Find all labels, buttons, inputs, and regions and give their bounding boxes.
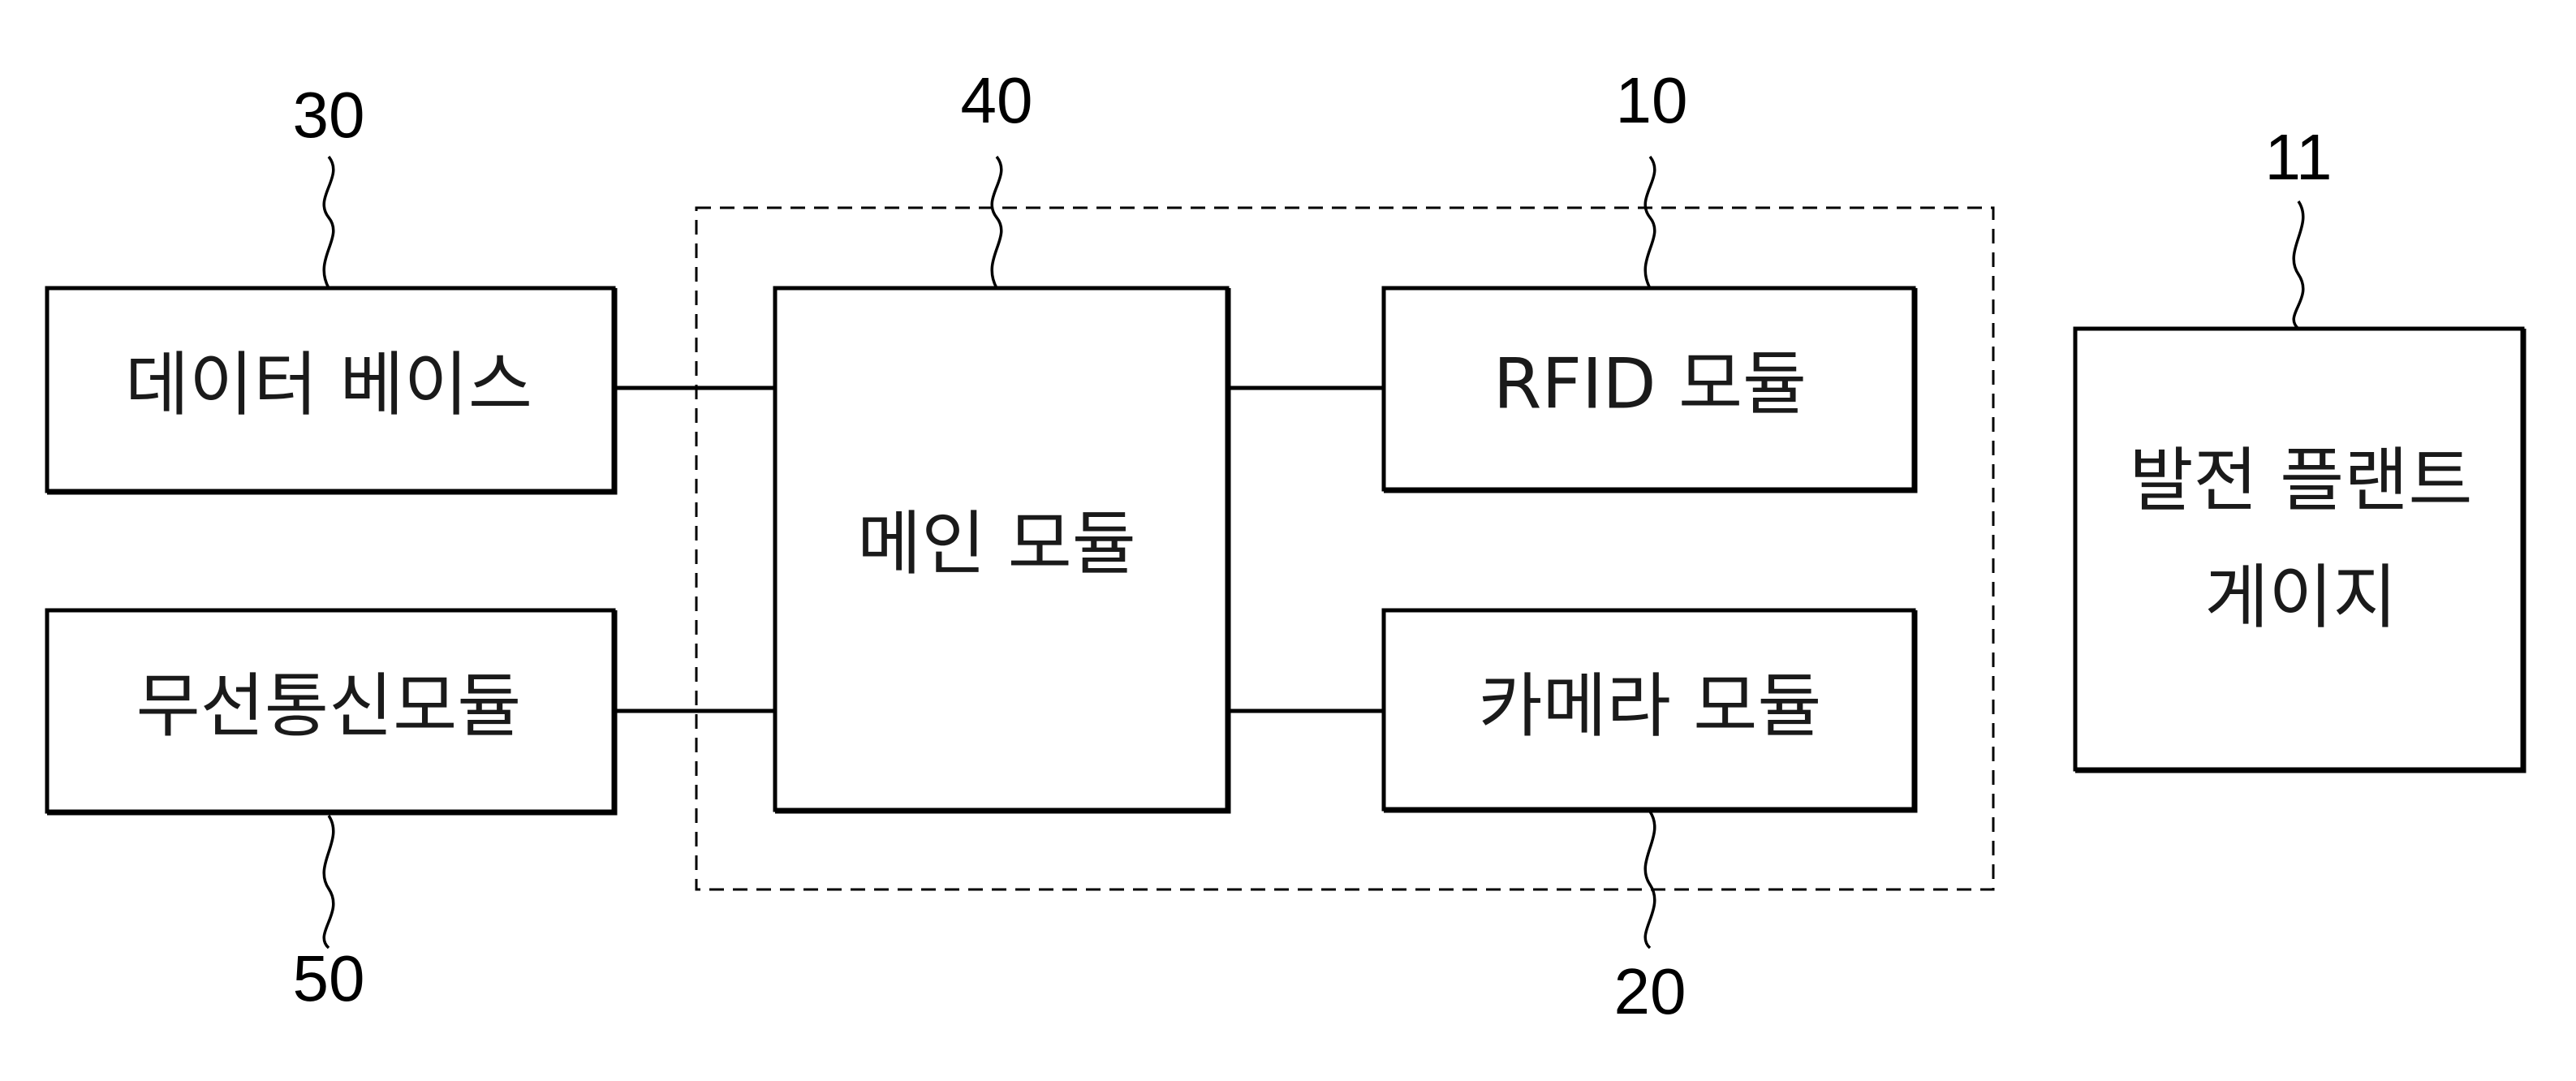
ref-number-40: 40: [961, 64, 1033, 136]
ref-number-30: 30: [293, 79, 365, 151]
camera-module-label: 카메라 모듈: [1479, 665, 1822, 747]
main-module-block: 메인 모듈: [773, 286, 1231, 814]
camera-module-block: 카메라 모듈: [1381, 608, 1918, 813]
database-label: 데이터 베이스: [125, 344, 532, 425]
wireless-module-label: 무선통신모듈: [136, 665, 522, 747]
plant-gauge-label-line1: 발전 플랜트: [2130, 440, 2473, 521]
ref-number-50: 50: [293, 942, 365, 1014]
leader-30: [322, 155, 335, 289]
plant-gauge-label-line2: 게이지: [2204, 557, 2397, 638]
main-module-label: 메인 모듈: [857, 503, 1136, 584]
wireless-module-block: 무선통신모듈: [45, 608, 618, 816]
rfid-module-block: RFID 모듈: [1381, 286, 1918, 493]
ref-number-10: 10: [1616, 64, 1688, 136]
device-enclosure-dashed: [695, 206, 1995, 891]
leader-10: [1643, 155, 1656, 289]
leader-50: [322, 815, 335, 950]
ref-number-11: 11: [2264, 121, 2332, 193]
leader-40: [990, 155, 1003, 289]
leader-11: [2292, 200, 2305, 330]
ref-number-20: 20: [1614, 955, 1686, 1027]
database-block: 데이터 베이스: [45, 286, 618, 495]
leader-20: [1643, 811, 1656, 950]
plant-gauge-block: 발전 플랜트 게이지: [2073, 326, 2526, 773]
rfid-module-label: RFID 모듈: [1493, 343, 1807, 424]
